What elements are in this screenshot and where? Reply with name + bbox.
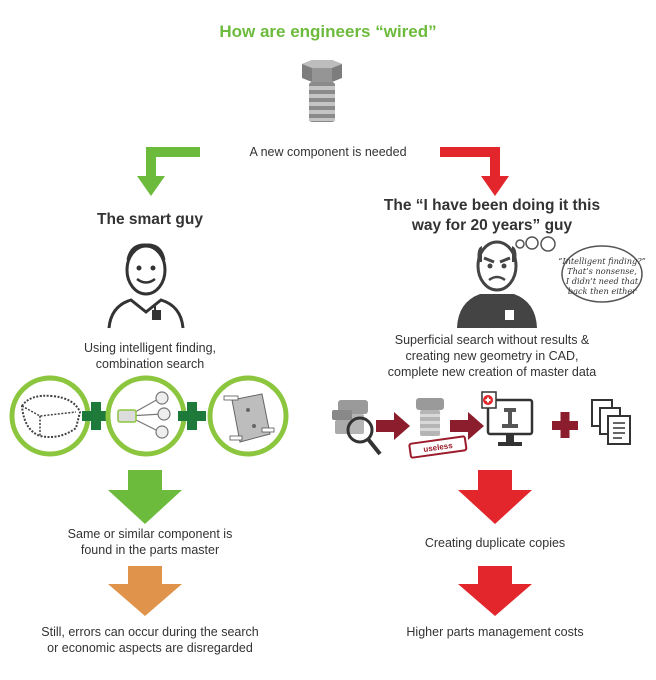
- smart-guy-heading: The smart guy: [97, 211, 203, 228]
- plus-icon-1: [82, 402, 110, 430]
- smart-guy-method-line-1: Using intelligent finding,: [83, 341, 217, 355]
- plus-icon-2: [178, 402, 206, 430]
- sketch-circle-icon: [9, 375, 91, 457]
- combination-circle-icon: [105, 375, 187, 457]
- smart-guy-result-line-1: Same or similar component is: [67, 527, 233, 541]
- arrow-2-icon: [450, 412, 484, 440]
- arrow-1-icon: [376, 412, 410, 440]
- old-guy-method-line-1: Superficial search without results &: [394, 333, 590, 347]
- start-label: A new component is needed: [249, 145, 407, 159]
- smart-guy-icon: [107, 243, 185, 329]
- old-guy-heading: The “I have been doing it this way for 2…: [372, 196, 612, 236]
- smart-guy-method: Using intelligent finding, combination s…: [40, 340, 260, 372]
- magnifier-icon: [332, 400, 382, 456]
- page-title: How are engineers “wired”: [219, 22, 437, 41]
- old-guy-result: Creating duplicate copies: [424, 536, 566, 550]
- smart-guy-result: Same or similar component is found in th…: [30, 526, 270, 558]
- thought-line-1: “Intelligent finding?”: [558, 256, 646, 266]
- old-guy-method-line-2: creating new geometry in CAD,: [405, 349, 579, 363]
- documents-icon: [591, 399, 631, 445]
- right-down-arrow-2: [458, 566, 532, 616]
- old-guy-consequence: Higher parts management costs: [406, 625, 584, 639]
- smart-guy-caveat-line-2: or economic aspects are disregarded: [47, 641, 253, 655]
- bolt-icon: [302, 60, 342, 122]
- smart-guy-caveat: Still, errors can occur during the searc…: [10, 624, 290, 656]
- drawing-circle-icon: [207, 375, 289, 457]
- old-guy-heading-line-2: way for 20 years” guy: [411, 217, 573, 234]
- old-guy-heading-line-1: The “I have been doing it this: [383, 197, 601, 214]
- smart-guy-method-line-2: combination search: [95, 357, 205, 371]
- thought-line-4: back then either: [567, 286, 637, 296]
- left-down-arrow-1: [108, 470, 182, 524]
- rejected-bolt-icon: [408, 398, 468, 459]
- smart-guy-result-line-2: found in the parts master: [80, 543, 220, 557]
- thought-line-2: That’s nonsense,: [567, 266, 637, 276]
- smart-guy-caveat-line-1: Still, errors can occur during the searc…: [41, 625, 259, 639]
- old-guy-method-line-3: complete new creation of master data: [387, 365, 597, 379]
- thought-bubble-text: “Intelligent finding?” That’s nonsense, …: [552, 256, 652, 296]
- old-guy-method: Superficial search without results & cre…: [362, 332, 622, 380]
- left-down-arrow-2: [108, 566, 182, 616]
- duplicate-process: [332, 391, 631, 459]
- thought-bubble-icon: [515, 236, 643, 303]
- plus-icon-3: [552, 412, 578, 438]
- smart-search-process: [9, 375, 289, 457]
- thought-line-3: I didn’t need that: [565, 276, 639, 286]
- grumpy-guy-icon: [457, 240, 537, 328]
- monitor-icon: [481, 391, 534, 446]
- right-down-arrow-1: [458, 470, 532, 524]
